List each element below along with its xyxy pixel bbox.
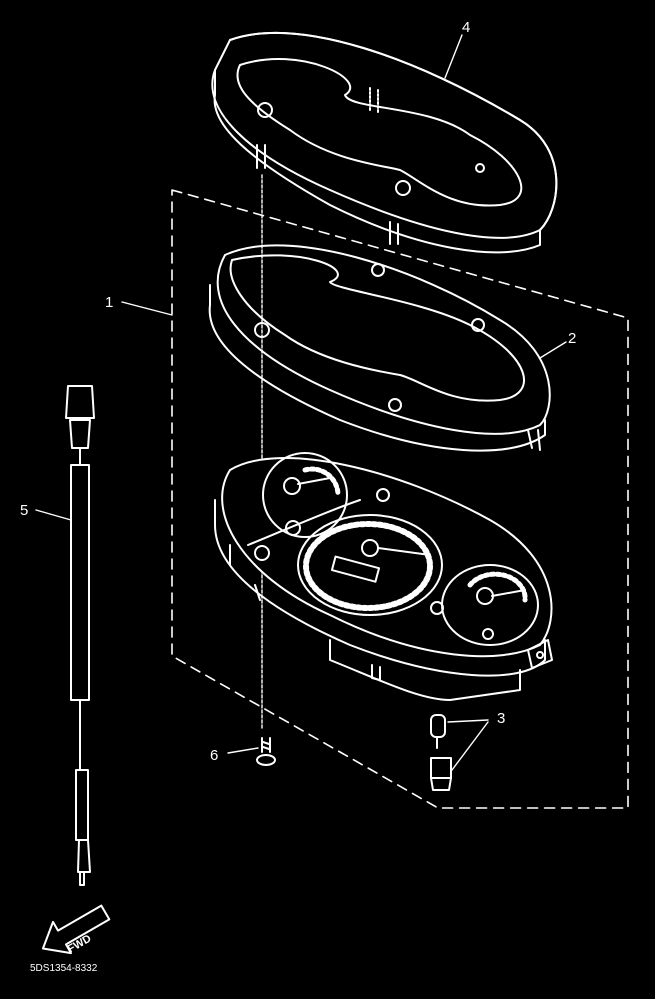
- callout-1: 1: [105, 294, 113, 311]
- speedometer: [297, 514, 443, 616]
- callout-4: 4: [462, 19, 470, 36]
- leader-lines: [35, 34, 567, 771]
- part-5-speedometer-cable: [65, 385, 95, 886]
- assembly-dashed-outline: [171, 189, 629, 809]
- callout-3: 3: [497, 710, 505, 727]
- fuel-gauge: [262, 452, 348, 538]
- meter-assembly: [214, 452, 553, 701]
- fwd-label: FWD: [66, 933, 94, 956]
- callout-5: 5: [20, 502, 28, 519]
- callout-6: 6: [210, 747, 218, 764]
- fwd-arrow: [41, 904, 111, 955]
- odometer-display: [330, 555, 381, 583]
- part-2-panel: [208, 244, 551, 452]
- part-4-top-cover: [211, 32, 558, 254]
- callout-2: 2: [568, 330, 576, 347]
- part-6-screw: [256, 737, 276, 766]
- part-3-bulb-socket: [430, 714, 452, 791]
- part-code: 5DS1354-8332: [30, 963, 98, 974]
